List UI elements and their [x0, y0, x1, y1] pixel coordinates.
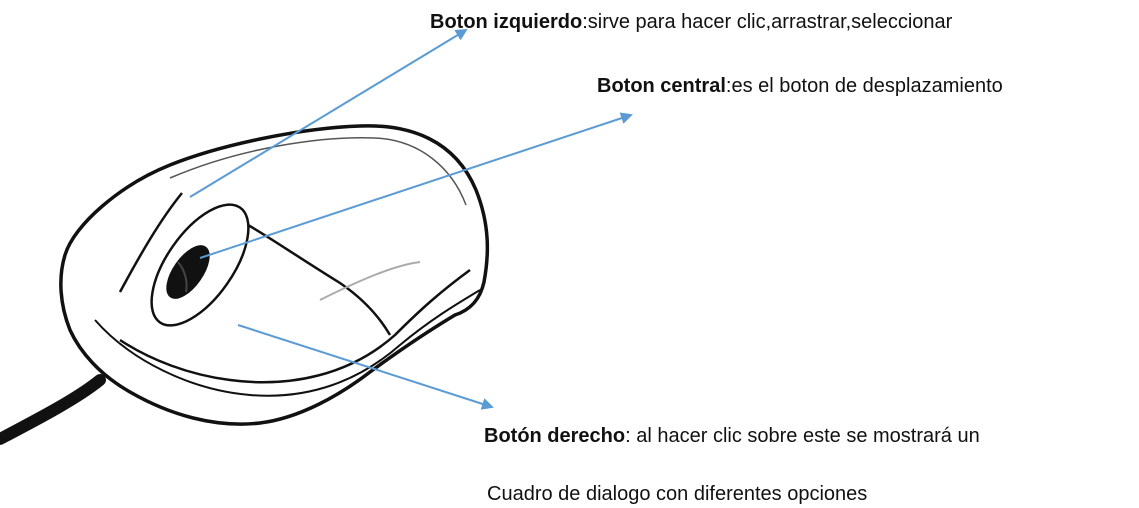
right-button-label: Botón derecho: al hacer clic sobre este …: [484, 424, 980, 448]
right-button-term: Botón derecho: [484, 425, 626, 447]
right-button-label-continuation: Cuadro de dialogo con diferentes opcione…: [487, 483, 868, 505]
left-button-label: Boton izquierdo:sirve para hacer clic,ar…: [430, 10, 952, 34]
mouse-shell-inner: [169, 137, 467, 206]
arrow-left-button: [189, 28, 468, 198]
button-divider: [240, 219, 392, 336]
right-button-description: : al hacer clic sobre este se mostrará u…: [625, 425, 980, 447]
arrow-right-button: [237, 324, 494, 410]
scroll-wheel-highlight: [177, 261, 188, 293]
mouse-body: [59, 124, 490, 426]
mouse-side-highlight: [319, 261, 421, 301]
mouse-base-rim: [94, 289, 481, 397]
mouse-cable: [0, 374, 106, 445]
left-button-term: Boton izquierdo: [430, 11, 583, 33]
left-button-outline: [118, 192, 183, 293]
center-button-label: Boton central:es el boton de desplazamie…: [597, 74, 1003, 98]
left-button-description: :sirve para hacer clic,arrastrar,selecci…: [582, 11, 953, 33]
center-button-term: Boton central: [597, 75, 726, 97]
center-button-description: :es el boton de desplazamiento: [725, 75, 1003, 97]
arrow-center-button: [199, 112, 633, 259]
right-button-outline: [119, 268, 471, 384]
scroll-wheel: [166, 245, 210, 299]
